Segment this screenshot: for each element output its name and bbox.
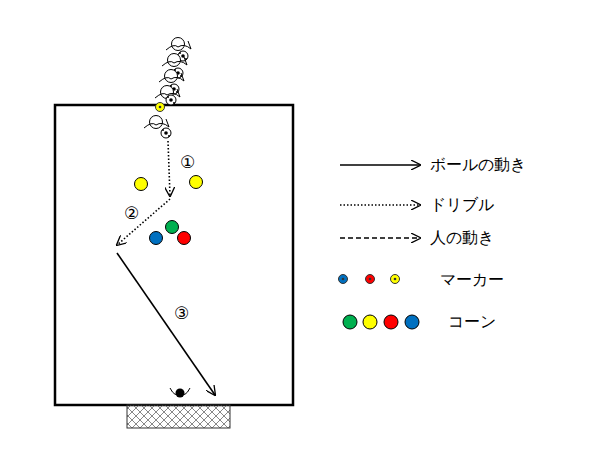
cone (178, 232, 191, 245)
ball (161, 128, 171, 138)
cone (190, 176, 203, 189)
callout-number: ① (179, 152, 196, 172)
legend-dribble-line (340, 204, 420, 206)
legend-markers (339, 275, 400, 284)
legend-text: ボールの動き (430, 155, 526, 174)
legend-cones (343, 315, 419, 329)
legend-text: コーン (448, 312, 496, 331)
callout-number: ② (123, 203, 140, 223)
callout-number: ③ (173, 303, 190, 323)
goal (127, 405, 230, 428)
cone (150, 232, 163, 245)
cone (166, 221, 179, 234)
active-player (144, 116, 169, 129)
cone (135, 178, 148, 191)
start-marker (156, 103, 165, 112)
legend-text: 人の動き (430, 228, 494, 247)
dribble-path (117, 199, 170, 245)
legend-text: マーカー (440, 270, 504, 289)
goalkeeper (170, 388, 190, 398)
field (55, 105, 293, 405)
legend-ball-line (340, 164, 420, 166)
player-queue (155, 38, 191, 106)
legend-text: ドリブル (430, 195, 494, 214)
dribble-path (168, 141, 170, 196)
legend-run-line (340, 237, 420, 239)
shot-path (117, 253, 215, 395)
